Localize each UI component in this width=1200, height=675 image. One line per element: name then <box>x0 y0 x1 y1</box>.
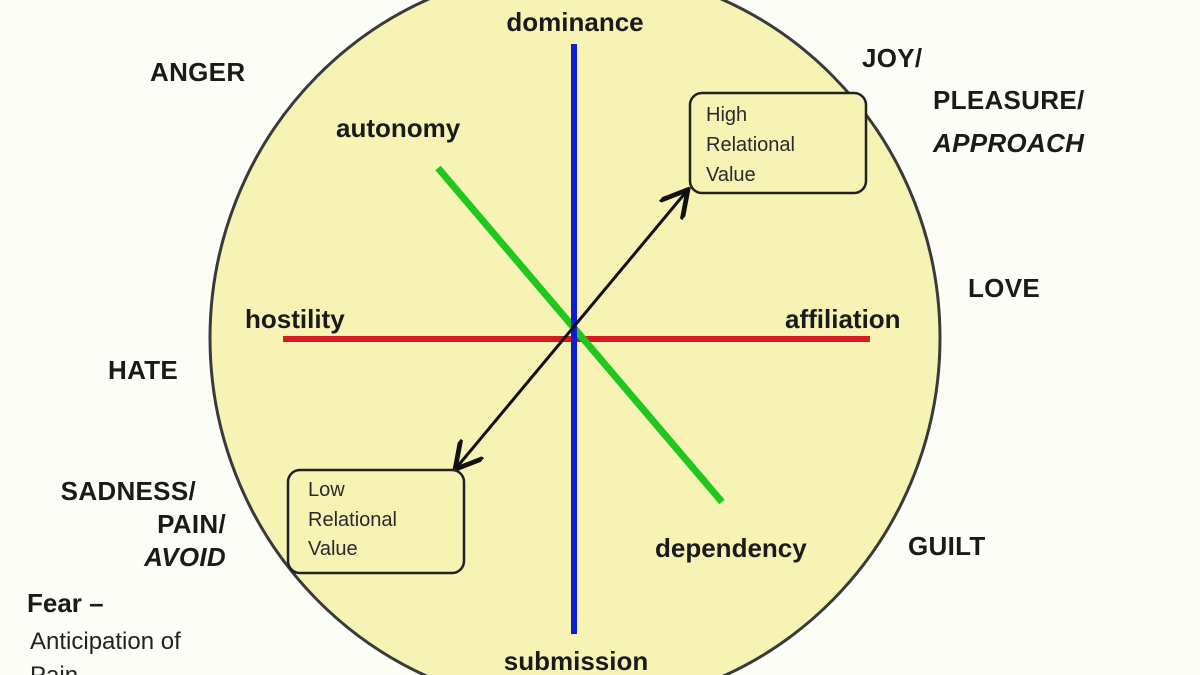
low-relational-value-box <box>286 468 466 575</box>
hate-label: HATE <box>108 355 179 385</box>
hostility-label: hostility <box>245 304 345 334</box>
high-box-line3: Value <box>706 164 756 186</box>
fear-line1: Anticipation of <box>30 628 181 655</box>
anger-label: ANGER <box>150 57 246 87</box>
sadness-label-line3: AVOID <box>144 542 226 572</box>
love-label: LOVE <box>968 273 1040 303</box>
joy-label-line3: APPROACH <box>933 128 1085 158</box>
high-relational-value-box <box>688 91 868 195</box>
high-box-line2: Relational <box>706 134 795 156</box>
low-box-line1: Low <box>308 479 345 501</box>
high-box-line1: High <box>706 104 748 126</box>
autonomy-label: autonomy <box>336 113 461 143</box>
relational-value-arrow <box>457 192 686 467</box>
joy-label-line2: PLEASURE/ <box>933 85 1085 115</box>
joy-label-line1: JOY/ <box>862 43 923 73</box>
low-box-line3: Value <box>308 538 358 560</box>
submission-label: submission <box>503 646 649 675</box>
fear-title: Fear – <box>27 588 104 618</box>
fear-line2: Pain <box>30 659 78 675</box>
low-box-line2: Relational <box>308 509 397 531</box>
sadness-label-line1: SADNESS/ <box>60 476 196 506</box>
dominance-label: dominance <box>506 7 644 37</box>
guilt-label: GUILT <box>908 531 986 561</box>
sadness-label-line2: PAIN/ <box>157 509 226 539</box>
dependency-label: dependency <box>655 533 807 563</box>
affiliation-label: affiliation <box>785 304 901 334</box>
